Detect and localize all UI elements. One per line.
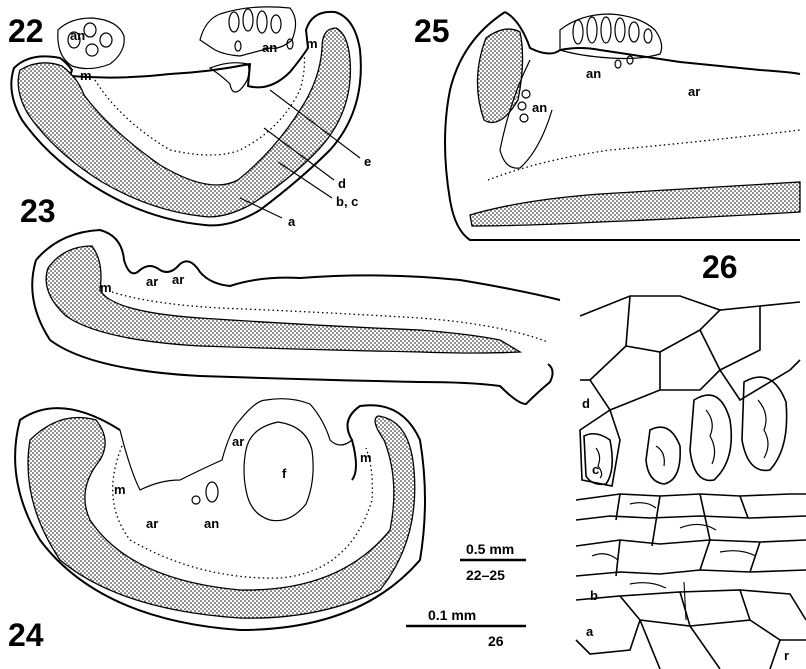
label-d: d xyxy=(338,176,346,191)
scale-large-value: 0.5 mm xyxy=(466,541,514,557)
figure-24: 24 ar f m m ar an xyxy=(8,399,425,653)
label-a: a xyxy=(586,624,594,639)
label-b: b xyxy=(590,588,598,603)
figure-22: 22 an m an m e d b, c a xyxy=(8,7,371,229)
label-f: f xyxy=(282,466,287,481)
label-m: m xyxy=(360,450,372,465)
label-an: an xyxy=(532,100,547,115)
label-bc: b, c xyxy=(336,194,358,209)
label-m: m xyxy=(100,280,112,295)
scale-small-figures: 26 xyxy=(488,633,504,649)
label-ar: ar xyxy=(688,84,700,99)
figure-number-22: 22 xyxy=(8,13,44,49)
label-ar: ar xyxy=(172,272,184,287)
label-ar: ar xyxy=(146,274,158,289)
label-d: d xyxy=(582,396,590,411)
scale-bars: 0.5 mm 22–25 0.1 mm 26 xyxy=(406,541,526,649)
label-m: m xyxy=(80,68,92,83)
figure-number-25: 25 xyxy=(414,13,450,49)
label-a: a xyxy=(288,214,296,229)
scale-small-value: 0.1 mm xyxy=(428,607,476,623)
label-ar: ar xyxy=(146,516,158,531)
label-an: an xyxy=(586,66,601,81)
label-an: an xyxy=(70,28,85,43)
label-c: c xyxy=(592,462,599,477)
figure-26: 26 d c b a xyxy=(570,249,806,669)
figure-25: 25 an an ar xyxy=(414,12,800,240)
figure-number-26: 26 xyxy=(702,249,738,285)
label-r: r xyxy=(784,648,789,663)
label-m: m xyxy=(306,36,318,51)
label-m: m xyxy=(114,482,126,497)
scale-large-figures: 22–25 xyxy=(466,567,505,583)
figure-number-23: 23 xyxy=(20,193,56,229)
label-an: an xyxy=(204,516,219,531)
figure-number-24: 24 xyxy=(8,617,44,653)
label-an: an xyxy=(262,40,277,55)
label-e: e xyxy=(364,154,371,169)
label-ar: ar xyxy=(232,434,244,449)
